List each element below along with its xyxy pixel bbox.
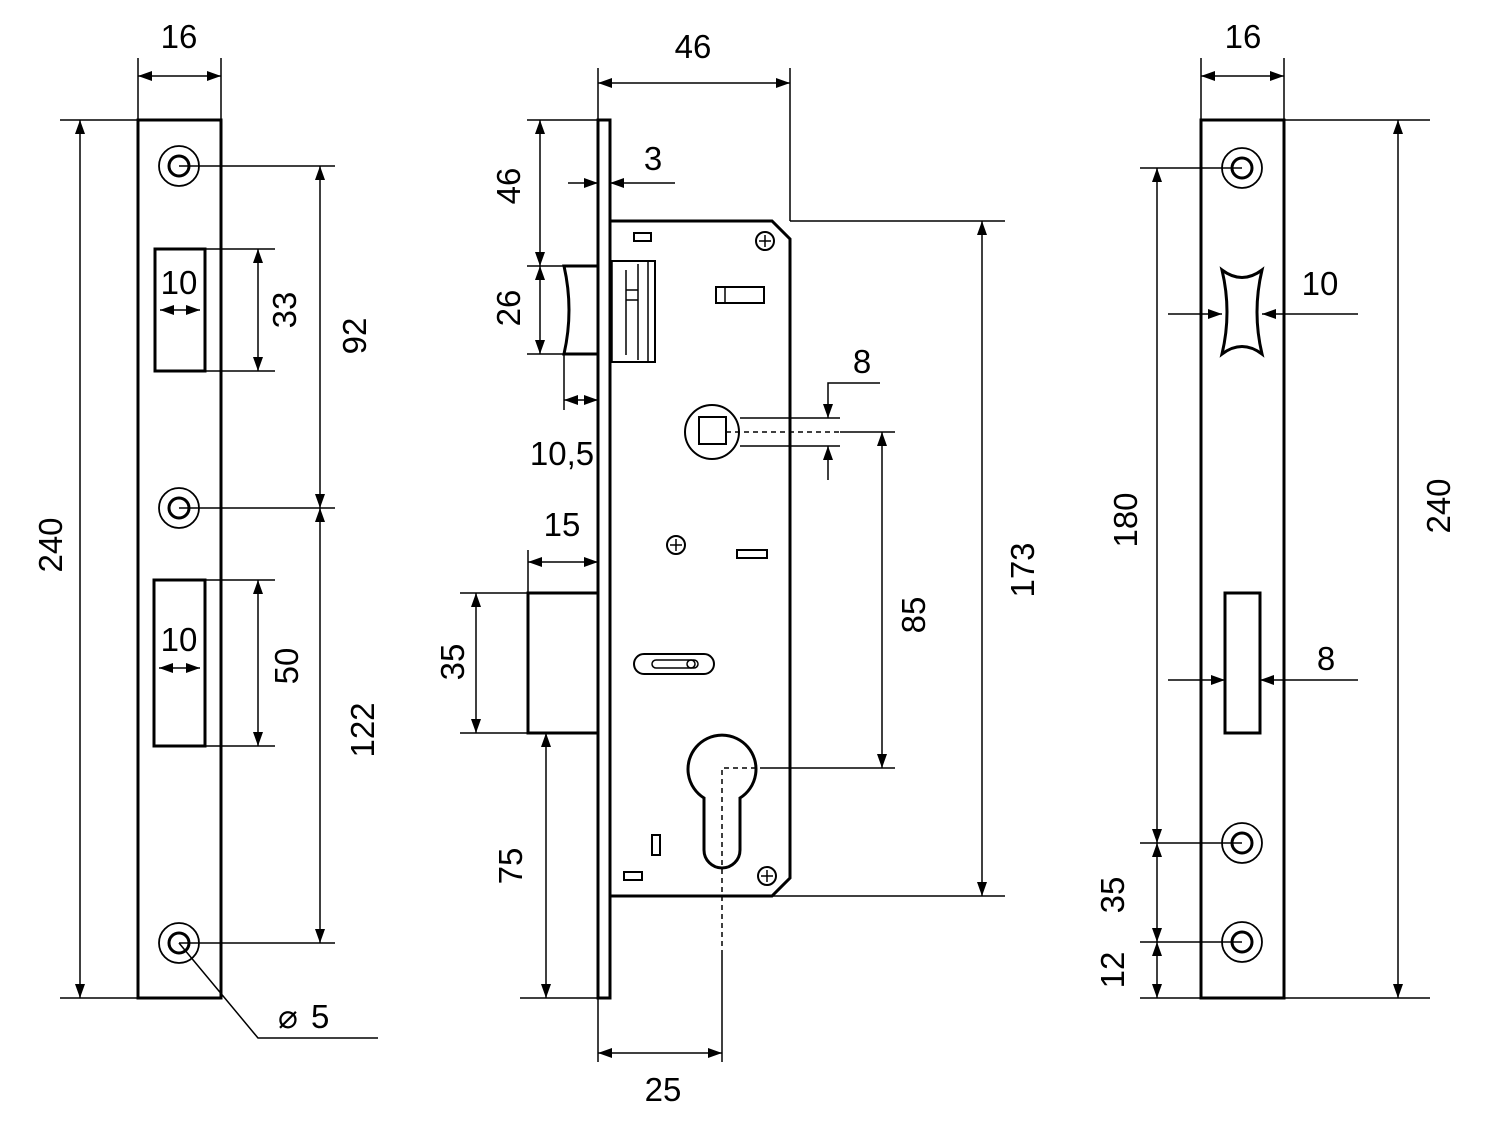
dim-bolt-height: 35 (434, 644, 471, 681)
dim-spindle-size: 8 (853, 343, 871, 380)
dim-center-distance: 85 (895, 597, 932, 634)
dim-bolt-projection: 15 (544, 506, 581, 543)
lever-slot (633, 653, 715, 675)
dead-bolt (526, 591, 600, 735)
slot-bottom (623, 871, 643, 881)
latch-profile (1219, 266, 1265, 358)
faceplate (596, 118, 612, 1000)
dim-bottom-offset: 12 (1094, 952, 1131, 989)
dim-backset-total: 46 (675, 28, 712, 65)
faceplate-outline (1199, 118, 1286, 1000)
spindle-hub (684, 404, 840, 460)
dim-latch-window-height: 33 (266, 292, 303, 329)
dim-hole-spacing-bottom: 122 (344, 702, 381, 757)
dim-bolt-window-height: 50 (268, 648, 305, 685)
left-strike-plate-view: 16 240 10 33 10 50 92 122 ⌀ 5 (32, 18, 381, 1039)
dim-width: 16 (161, 18, 198, 55)
dim-bolt-window-width: 10 (161, 621, 198, 658)
dim-latch-width: 10 (1302, 265, 1339, 302)
dim-screw-spacing: 180 (1107, 492, 1144, 547)
dim-bolt-width: 8 (1317, 640, 1335, 677)
latch-bolt (562, 260, 656, 363)
slot-small-top (633, 232, 652, 242)
dim-hole-spacing-top: 92 (336, 318, 373, 355)
bolt-profile (1223, 591, 1262, 735)
dim-faceplate-width: 16 (1225, 18, 1262, 55)
screw-middle (666, 535, 686, 555)
dim-case-height: 173 (1004, 542, 1041, 597)
dim-latch-height: 26 (490, 290, 527, 327)
dim-faceplate-height: 240 (1420, 478, 1457, 533)
slot-lower (651, 834, 661, 856)
slot-middle (736, 549, 768, 559)
dim-height: 240 (32, 517, 69, 572)
dim-lower-spacing: 35 (1094, 877, 1131, 914)
dim-hole-diameter: 5 (311, 998, 329, 1035)
dim-bolt-offset-bottom: 75 (492, 848, 529, 885)
slot-rect (715, 286, 765, 304)
dim-latch-offset-top: 46 (490, 168, 527, 205)
diameter-leader (178, 942, 378, 1039)
dim-latch-window-width: 10 (161, 264, 198, 301)
screw-bottom-right (757, 866, 777, 886)
lock-case (608, 219, 792, 898)
dim-faceplate-thickness: 3 (644, 140, 662, 177)
bolt-window (152, 578, 207, 748)
dim-backset: 25 (645, 1071, 682, 1108)
dim-latch-projection: 10,5 (530, 435, 594, 472)
screw-top-right (755, 231, 775, 251)
side-lock-body-view: 46 3 46 26 10,5 8 85 173 (434, 28, 1041, 1108)
right-faceplate-view: 16 240 10 8 180 35 12 (1094, 18, 1457, 1000)
diameter-symbol: ⌀ (278, 998, 298, 1035)
